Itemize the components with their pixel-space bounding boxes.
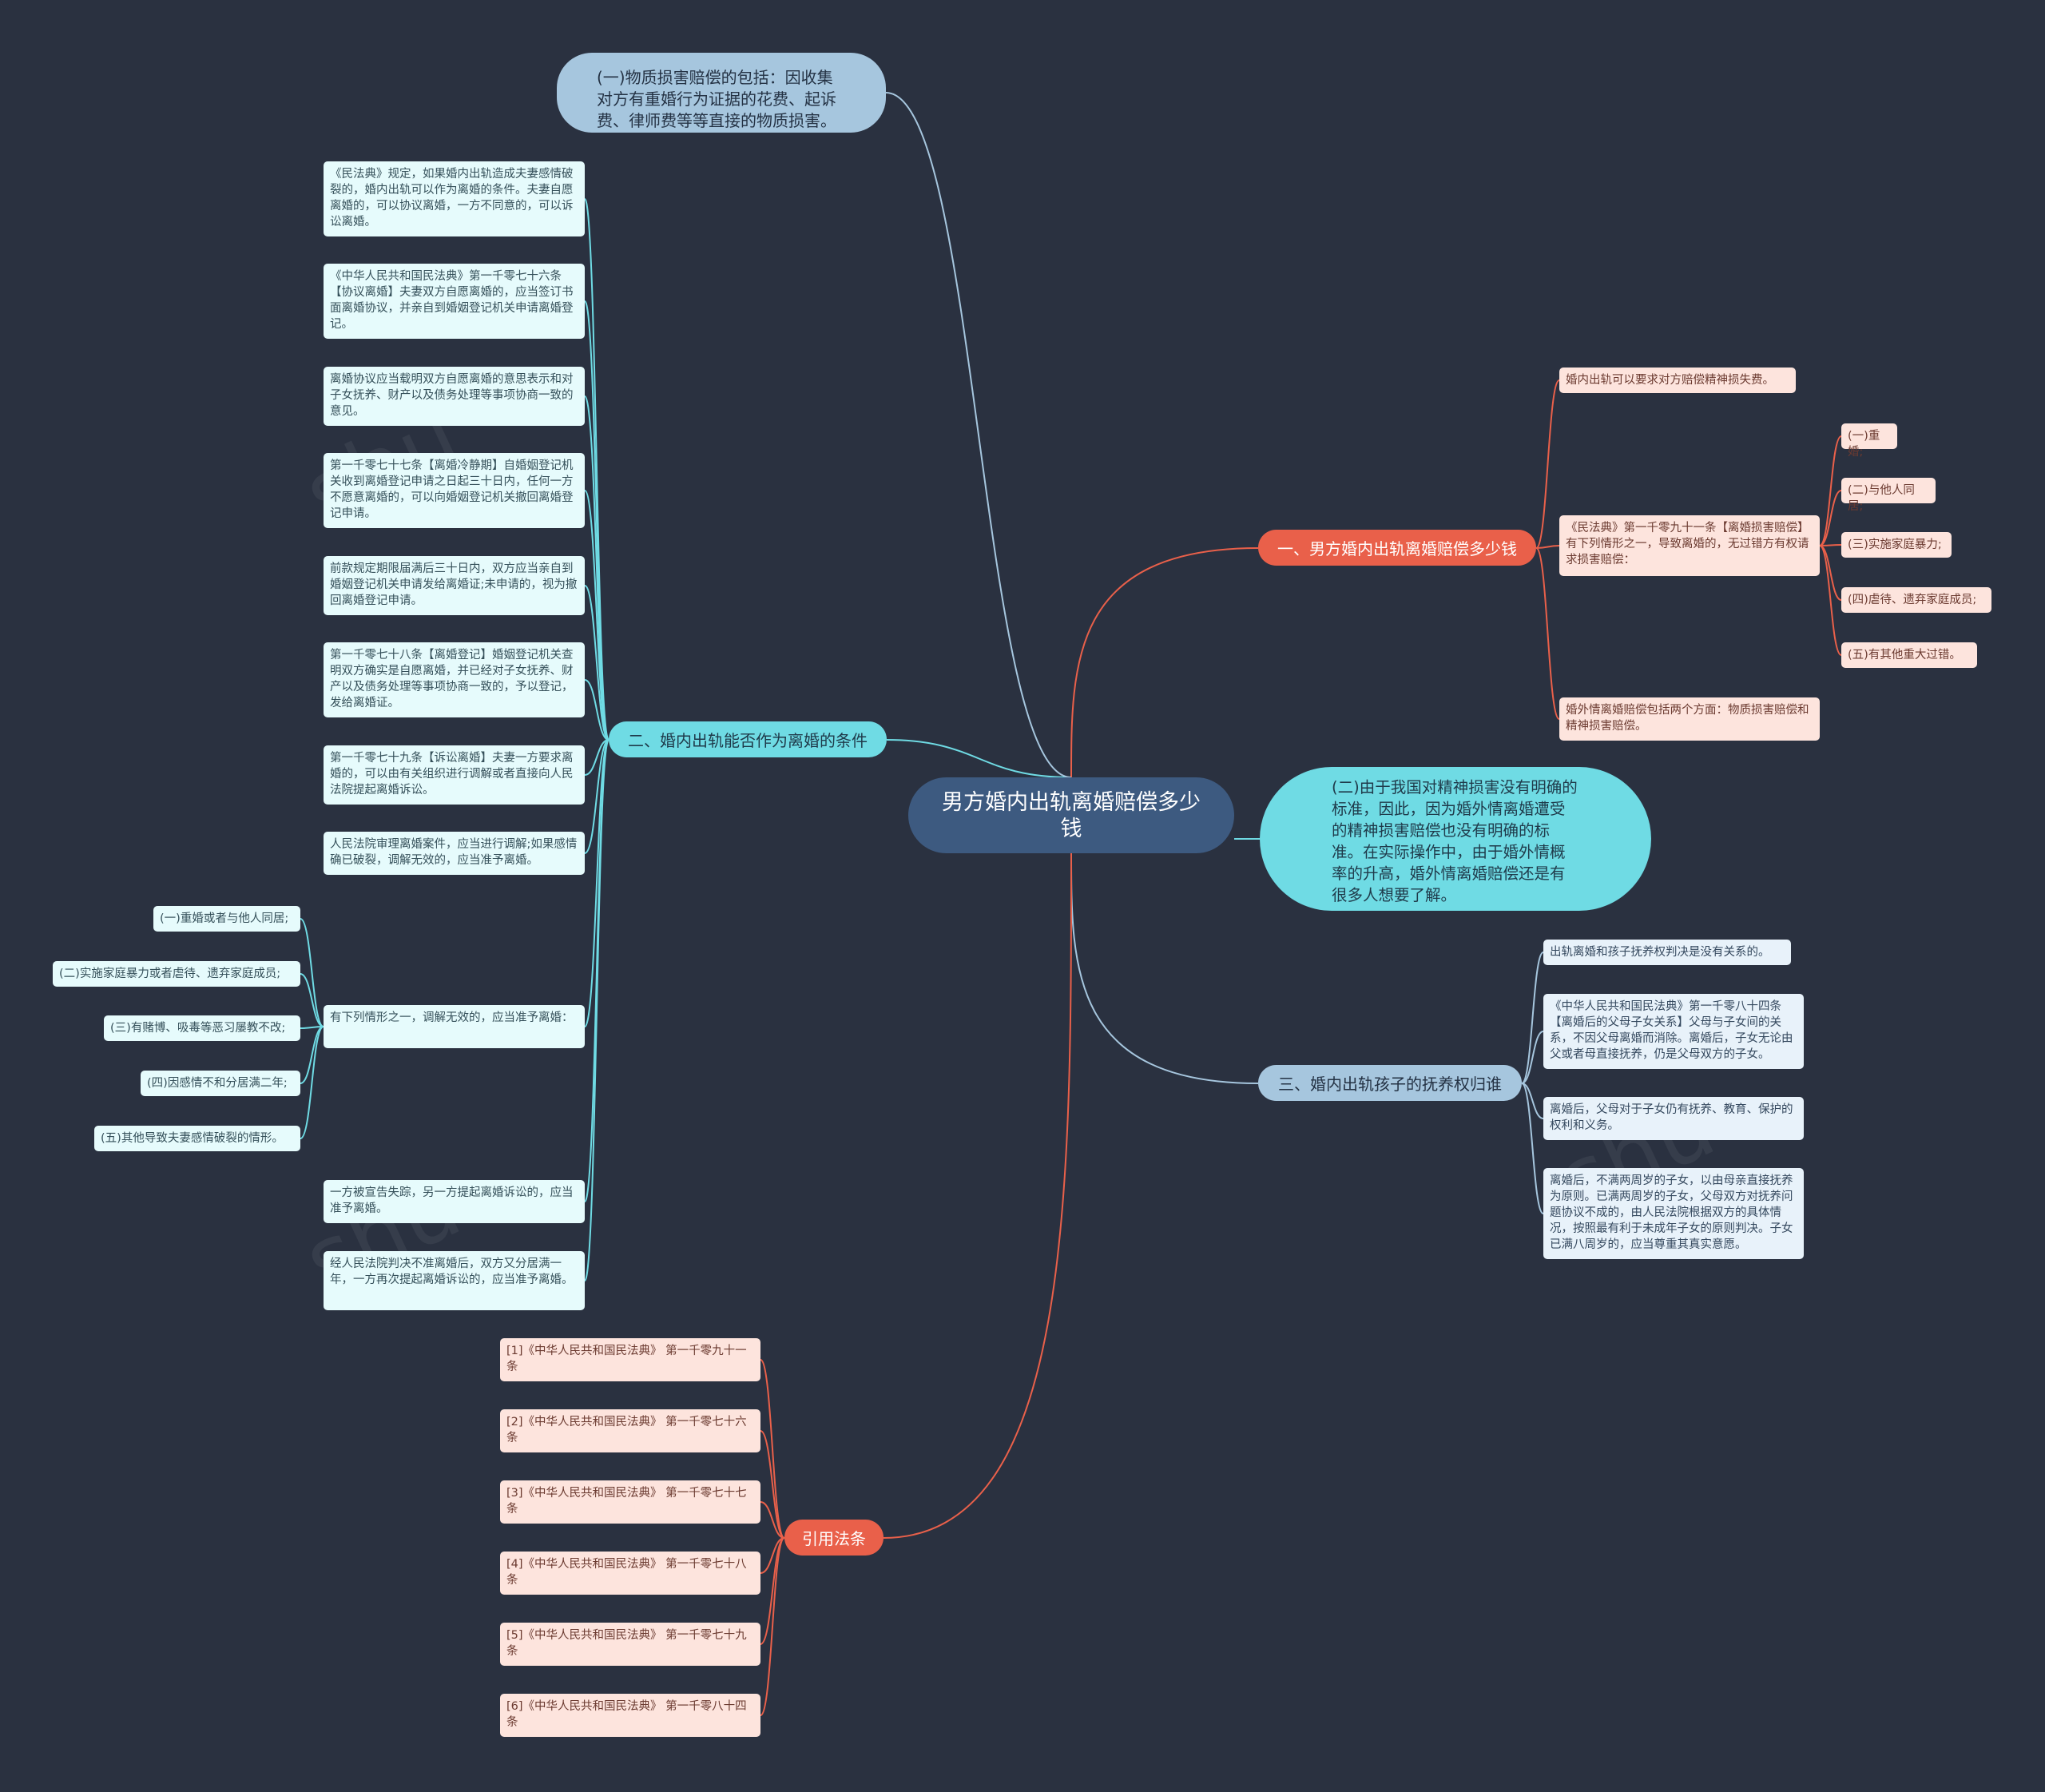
b1-item[interactable]: 婚内出轨可以要求对方赔偿精神损失费。: [1559, 368, 1796, 393]
b2-item[interactable]: 离婚协议应当载明双方自愿离婚的意思表示和对子女抚养、财产以及债务处理等事项协商一…: [324, 367, 585, 426]
b2-item[interactable]: 经人民法院判决不准离婚后，双方又分居满一年，一方再次提起离婚诉讼的，应当准予离婚…: [324, 1251, 585, 1310]
connector-line: [1819, 435, 1842, 546]
b2-item[interactable]: 《中华人民共和国民法典》第一千零七十六条【协议离婚】夫妻双方自愿离婚的，应当签订…: [324, 264, 585, 339]
b2-item[interactable]: 有下列情形之一，调解无效的，应当准予离婚：: [324, 1005, 585, 1048]
b2-sub-item[interactable]: (一)重婚或者与他人同居;: [153, 906, 300, 932]
b3-item[interactable]: 离婚后，父母对于子女仍有抚养、教育、保护的权利和义务。: [1543, 1097, 1804, 1140]
connector-line: [1819, 545, 1842, 656]
connector-line: [584, 679, 610, 741]
connector-line: [1521, 1083, 1544, 1214]
connector-line: [1070, 547, 1259, 778]
connector-line: [1521, 1031, 1544, 1084]
connector-line: [584, 739, 610, 1202]
b1-sub-item[interactable]: (五)有其他重大过错。: [1841, 642, 1977, 668]
connector-line: [883, 852, 1072, 1539]
connector-line: [584, 739, 610, 1027]
material-damage-note[interactable]: (一)物质损害赔偿的包括：因收集对方有重婚行为证据的花费、起诉费、律师费等等直接…: [557, 53, 886, 133]
connector-line: [1819, 544, 1842, 546]
connector-line: [584, 490, 610, 741]
b1-sub-item[interactable]: (一)重婚;: [1841, 423, 1897, 459]
connector-line: [886, 739, 1072, 778]
connector-line: [584, 585, 610, 741]
root-topic[interactable]: 男方婚内出轨离婚赔偿多少钱: [908, 777, 1234, 853]
connector-line: [584, 739, 610, 1281]
connector-line: [760, 1430, 785, 1539]
connector-line: [584, 739, 610, 776]
b2-item[interactable]: 一方被宣告失踪，另一方提起离婚诉讼的，应当准予离婚。: [324, 1180, 585, 1223]
b2-item[interactable]: 第一千零七十八条【离婚登记】婚姻登记机关查明双方确实是自愿离婚，并已经对子女抚养…: [324, 642, 585, 717]
b1-sub-item[interactable]: (四)虐待、遗弃家庭成员;: [1841, 587, 1991, 613]
connector-line: [1070, 852, 1259, 1084]
b4-law-item[interactable]: [4]《中华人民共和国民法典》 第一千零七十八条: [500, 1552, 760, 1595]
connector-line: [300, 918, 324, 1027]
branch-divorce-condition[interactable]: 二、婚内出轨能否作为离婚的条件: [609, 721, 887, 757]
branch-custody[interactable]: 三、婚内出轨孩子的抚养权归谁: [1258, 1065, 1522, 1101]
connector-line: [584, 300, 610, 741]
b1-item[interactable]: 《民法典》第一千零九十一条【离婚损害赔偿】有下列情形之一，导致离婚的，无过错方有…: [1559, 515, 1820, 576]
connector-line: [1535, 379, 1560, 549]
b2-sub-item[interactable]: (二)实施家庭暴力或者虐待、遗弃家庭成员;: [53, 961, 300, 987]
mental-damage-note[interactable]: (二)由于我国对精神损害没有明确的标准，因此，因为婚外情离婚遭受的精神损害赔偿也…: [1260, 767, 1651, 911]
b3-item[interactable]: 离婚后，不满两周岁的子女，以由母亲直接抚养为原则。已满两周岁的子女，父母双方对抚…: [1543, 1168, 1804, 1259]
b2-item[interactable]: 人民法院审理离婚案件，应当进行调解;如果感情确已破裂，调解无效的，应当准予离婚。: [324, 832, 585, 875]
b2-sub-item[interactable]: (三)有赌博、吸毒等恶习屡教不改;: [104, 1015, 300, 1041]
b1-sub-item[interactable]: (三)实施家庭暴力;: [1841, 532, 1952, 558]
connector-line: [760, 1537, 785, 1716]
b1-item[interactable]: 婚外情离婚赔偿包括两个方面：物质损害赔偿和精神损害赔偿。: [1559, 697, 1820, 741]
connector-line: [760, 1359, 785, 1539]
connector-line: [1521, 1083, 1544, 1119]
b3-item[interactable]: 《中华人民共和国民法典》第一千零八十四条【离婚后的父母子女关系】父母与子女间的关…: [1543, 994, 1804, 1069]
connector-line: [1521, 952, 1544, 1084]
connector-line: [1819, 490, 1842, 546]
connector-line: [885, 92, 1072, 778]
b4-law-item[interactable]: [1]《中华人民共和国民法典》 第一千零九十一条: [500, 1338, 760, 1381]
branch-compensation[interactable]: 一、男方婚内出轨离婚赔偿多少钱: [1258, 530, 1536, 566]
b2-sub-item[interactable]: (四)因感情不和分居满二年;: [141, 1071, 300, 1096]
connector-line: [584, 739, 610, 854]
b2-item[interactable]: 第一千零七十七条【离婚冷静期】自婚姻登记机关收到离婚登记申请之日起三十日内，任何…: [324, 453, 585, 528]
connector-line: [1819, 545, 1842, 601]
b2-item[interactable]: 前款规定期限届满后三十日内，双方应当亲自到婚姻登记机关申请发给离婚证;未申请的，…: [324, 556, 585, 615]
connector-line: [1535, 545, 1560, 549]
b2-item[interactable]: 《民法典》规定，如果婚内出轨造成夫妻感情破裂的，婚内出轨可以作为离婚的条件。夫妻…: [324, 161, 585, 236]
connector-line: [300, 973, 324, 1027]
connector-line: [300, 1026, 324, 1139]
connector-line: [1535, 547, 1560, 720]
b4-law-item[interactable]: [3]《中华人民共和国民法典》 第一千零七十七条: [500, 1480, 760, 1524]
b4-law-item[interactable]: [6]《中华人民共和国民法典》 第一千零八十四条: [500, 1694, 760, 1737]
b2-item[interactable]: 第一千零七十九条【诉讼离婚】夫妻一方要求离婚的，可以由有关组织进行调解或者直接向…: [324, 745, 585, 805]
b4-law-item[interactable]: [2]《中华人民共和国民法典》 第一千零七十六条: [500, 1409, 760, 1452]
branch-cited-laws[interactable]: 引用法条: [784, 1520, 884, 1556]
connector-line: [760, 1537, 785, 1574]
b4-law-item[interactable]: [5]《中华人民共和国民法典》 第一千零七十九条: [500, 1623, 760, 1666]
connector-line: [300, 1026, 324, 1084]
connector-line: [760, 1501, 785, 1539]
connector-line: [300, 1026, 324, 1029]
b1-sub-item[interactable]: (二)与他人同居;: [1841, 478, 1936, 513]
b3-item[interactable]: 出轨离婚和孩子抚养权判决是没有关系的。: [1543, 940, 1791, 965]
b2-sub-item[interactable]: (五)其他导致夫妻感情破裂的情形。: [94, 1126, 300, 1151]
